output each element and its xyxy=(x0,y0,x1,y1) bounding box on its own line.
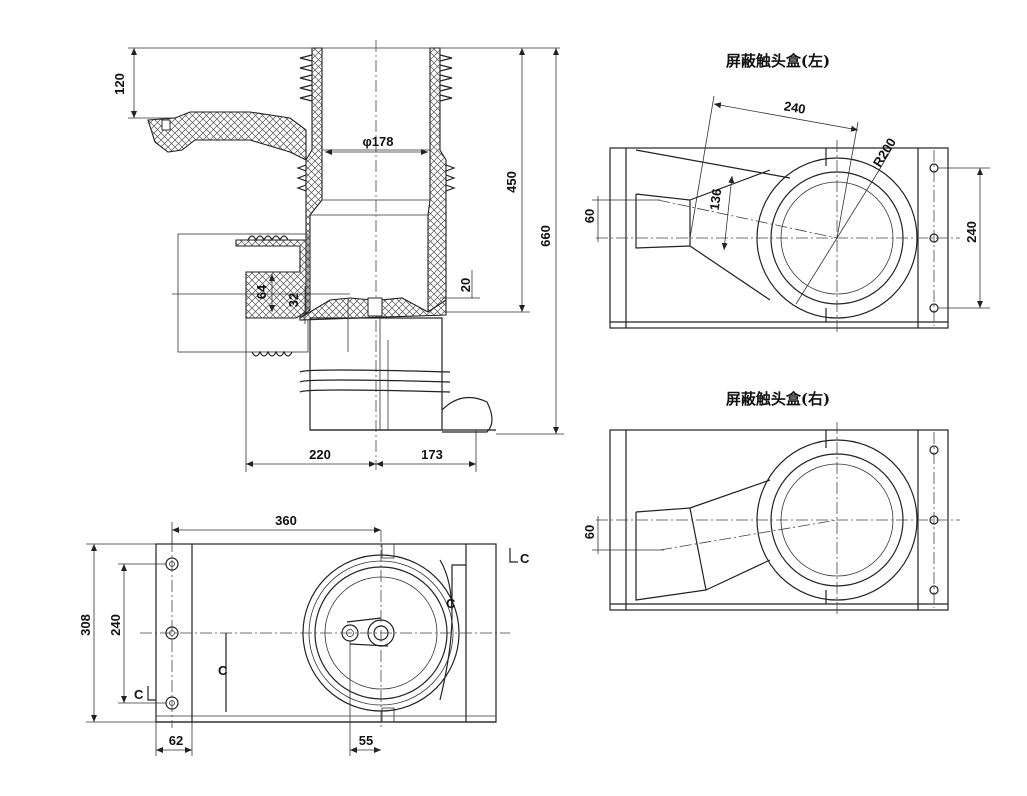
dim-64: 64 xyxy=(254,284,269,299)
lower-lug xyxy=(441,396,493,433)
dim-660: 660 xyxy=(538,225,553,247)
dim-line-240-box xyxy=(713,102,859,132)
dim-240-plan: 240 xyxy=(108,614,123,636)
dim-308: 308 xyxy=(78,614,93,636)
dim-line-136 xyxy=(721,175,735,251)
dim-240-box-top: 240 xyxy=(783,98,807,117)
flange-arm xyxy=(147,111,307,161)
dim-60-right: 60 xyxy=(582,525,597,539)
lower-housing xyxy=(309,317,443,431)
dim-450: 450 xyxy=(504,171,519,193)
side-section-view: 120 φ178 450 660 20 64 32 220 173 xyxy=(112,40,564,472)
tube-ribs xyxy=(296,54,456,192)
section-c-mid: C xyxy=(218,663,228,678)
dim-220: 220 xyxy=(309,447,331,462)
dim-phi178: φ178 xyxy=(363,134,394,149)
plan-view: C C C C 360 308 240 62 55 xyxy=(78,513,530,756)
dim-55: 55 xyxy=(359,733,373,748)
dim-line-r200 xyxy=(795,171,879,305)
dim-173: 173 xyxy=(421,447,443,462)
dim-32: 32 xyxy=(286,293,301,307)
dim-60-left: 60 xyxy=(582,209,597,223)
dim-20: 20 xyxy=(458,278,473,292)
tube-wall-right xyxy=(427,47,447,314)
dim-136: 136 xyxy=(707,188,725,211)
section-c-right: C xyxy=(446,596,456,611)
dim-360: 360 xyxy=(275,513,297,528)
title-left-box: 屏蔽触头盒(左) xyxy=(726,52,830,70)
dim-r200: R200 xyxy=(870,135,899,169)
nozzle-sheds-bottom xyxy=(251,350,293,357)
lower-ribs xyxy=(299,369,451,393)
nozzle-sheds-top xyxy=(247,235,289,242)
shield-box-left-view: 屏蔽触头盒(左) 240 R200 136 60 xyxy=(582,52,990,334)
section-c-top: C xyxy=(520,551,530,566)
side-nozzle-box xyxy=(177,233,309,353)
dim-240-box-side: 240 xyxy=(964,221,979,243)
title-right-box: 屏蔽触头盒(右) xyxy=(726,390,830,408)
shield-box-right-view: 屏蔽触头盒(右) 60 xyxy=(582,390,960,616)
dim-62: 62 xyxy=(169,733,183,748)
section-c-left: C xyxy=(134,687,144,702)
dim-120: 120 xyxy=(112,73,127,95)
